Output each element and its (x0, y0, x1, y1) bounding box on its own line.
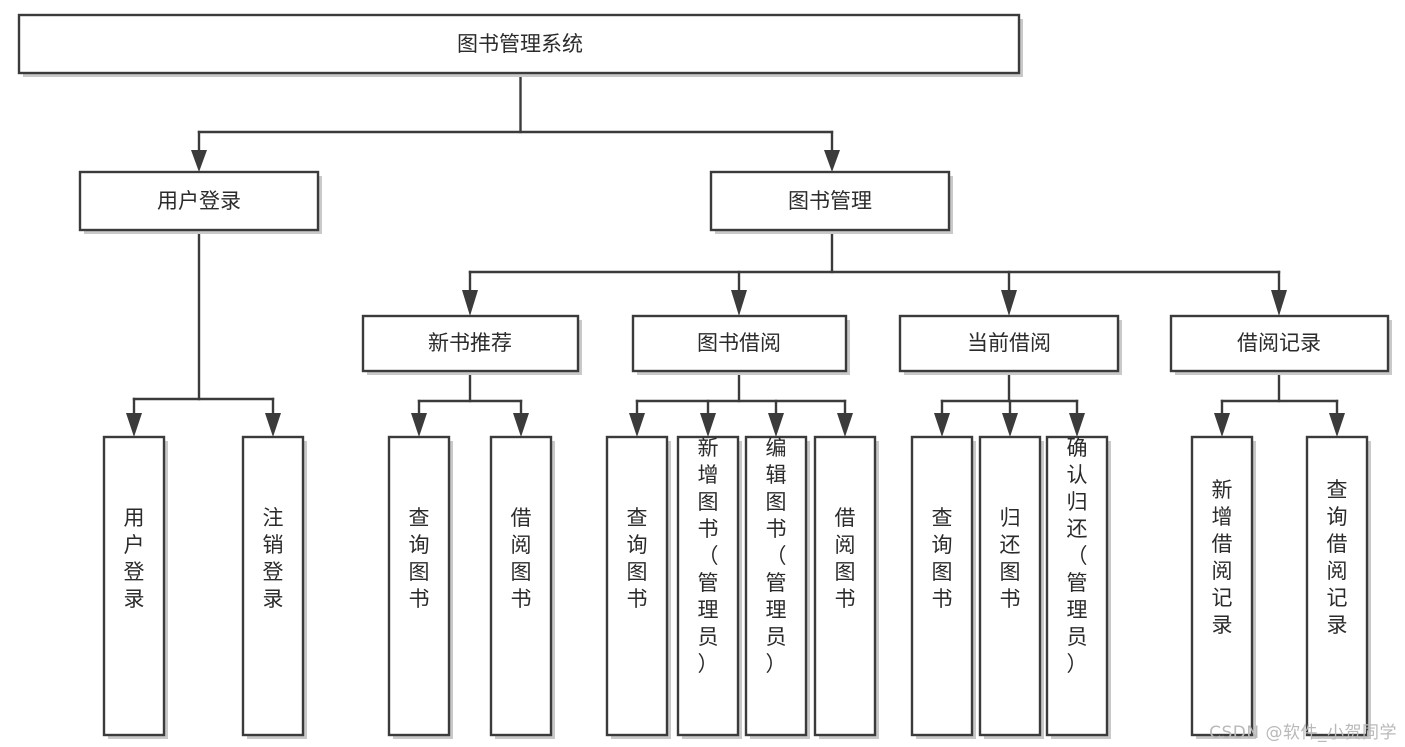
node-book-borrow-box (631, 314, 848, 373)
leaf-borrow-record-1[interactable]: 新增借阅记录 (1190, 435, 1256, 739)
node-user-login-label: 用户登录 (157, 189, 241, 213)
leaf-user-login-1[interactable]: 用户登录 (102, 435, 168, 739)
leaf-book-borrow-3-box (744, 435, 808, 737)
leaf-user-login-1-box (102, 435, 166, 737)
arrow-bo-c2 (700, 413, 716, 437)
leaf-current-borrow-3-label: 确认归还（管理员） (1067, 436, 1088, 676)
arrow-l3-c1 (462, 290, 478, 316)
node-user-login-box (78, 170, 320, 232)
leaf-current-borrow-3[interactable]: 确认归还（管理员） (1045, 435, 1111, 739)
leaf-current-borrow-1-label: 查询图书 (932, 506, 953, 611)
node-user-login[interactable]: 用户登录 (78, 170, 322, 234)
leaf-new-book-1-label: 查询图书 (409, 506, 430, 611)
node-new-book-recommend-label: 新书推荐 (428, 331, 512, 355)
leaf-book-borrow-2-label: 新增图书（管理员） (698, 436, 719, 676)
leaf-book-borrow-3[interactable]: 编辑图书（管理员） (744, 435, 810, 739)
arrow-l3-c2 (731, 290, 747, 316)
arrow-bo-c4 (837, 413, 853, 437)
leaf-borrow-record-2-box (1305, 435, 1369, 737)
arrow-l3-c3 (1001, 290, 1017, 316)
leaf-book-borrow-1-box (605, 435, 669, 737)
arrow-re-c2 (1329, 413, 1345, 437)
arrow-bo-c1 (629, 413, 645, 437)
leaf-user-login-2-box (241, 435, 305, 737)
arrow-bo-c3 (768, 413, 784, 437)
leaf-book-borrow-2-box (676, 435, 740, 737)
arrow-ul-c1 (126, 413, 142, 437)
arrow-nb-c2 (513, 413, 529, 437)
leaf-current-borrow-3-box (1045, 435, 1109, 737)
node-new-book-recommend[interactable]: 新书推荐 (361, 314, 582, 375)
leaf-borrow-record-2[interactable]: 查询借阅记录 (1305, 435, 1371, 739)
arrow-ul-c2 (265, 413, 281, 437)
node-current-borrow[interactable]: 当前借阅 (898, 314, 1122, 375)
leaf-book-borrow-4[interactable]: 借阅图书 (813, 435, 879, 739)
leaf-borrow-record-1-label: 新增借阅记录 (1212, 478, 1233, 637)
node-new-book-recommend-box (361, 314, 580, 373)
node-book-borrow[interactable]: 图书借阅 (631, 314, 850, 375)
arrow-to-user-login (191, 150, 207, 172)
arrow-re-c1 (1214, 413, 1230, 437)
leaf-book-borrow-2[interactable]: 新增图书（管理员） (676, 435, 742, 739)
arrow-cu-c1 (934, 413, 950, 437)
leaf-book-borrow-1-label: 查询图书 (627, 506, 648, 611)
node-current-borrow-label: 当前借阅 (967, 331, 1051, 355)
leaf-current-borrow-1-box (910, 435, 974, 737)
arrow-cu-c2 (1002, 413, 1018, 437)
leaf-new-book-1[interactable]: 查询图书 (387, 435, 453, 739)
leaf-new-book-2[interactable]: 借阅图书 (489, 435, 555, 739)
leaf-user-login-1-label: 用户登录 (124, 506, 145, 611)
node-book-management-box (709, 170, 951, 232)
leaf-new-book-2-label: 借阅图书 (511, 506, 532, 611)
node-root[interactable]: 图书管理系统 (17, 13, 1023, 77)
leaf-book-borrow-4-box (813, 435, 877, 737)
arrow-to-book-mgmt (824, 150, 840, 172)
arrow-cu-c3 (1069, 413, 1085, 437)
leaf-user-login-2[interactable]: 注销登录 (241, 435, 307, 739)
leaf-user-login-2-label: 注销登录 (263, 506, 284, 611)
node-book-management-label: 图书管理 (788, 189, 872, 213)
leaf-borrow-record-1-box (1190, 435, 1254, 737)
leaf-book-borrow-3-label: 编辑图书（管理员） (766, 436, 787, 676)
leaf-new-book-2-box (489, 435, 553, 737)
leaf-current-borrow-2-box (978, 435, 1042, 737)
node-root-label: 图书管理系统 (457, 32, 583, 56)
node-borrow-record-box (1169, 314, 1390, 373)
arrow-nb-c1 (411, 413, 427, 437)
leaf-current-borrow-1[interactable]: 查询图书 (910, 435, 976, 739)
leaf-new-book-1-box (387, 435, 451, 737)
node-current-borrow-box (898, 314, 1120, 373)
leaf-book-borrow-4-label: 借阅图书 (835, 506, 856, 611)
node-book-management[interactable]: 图书管理 (709, 170, 953, 234)
node-borrow-record-label: 借阅记录 (1237, 331, 1321, 355)
leaf-current-borrow-2[interactable]: 归还图书 (978, 435, 1044, 739)
leaf-borrow-record-2-label: 查询借阅记录 (1327, 478, 1348, 637)
node-borrow-record[interactable]: 借阅记录 (1169, 314, 1392, 375)
node-root-box (17, 13, 1021, 75)
leaf-book-borrow-1[interactable]: 查询图书 (605, 435, 671, 739)
connector-group (126, 74, 1345, 437)
arrow-l3-c4 (1271, 290, 1287, 316)
leaf-current-borrow-2-label: 归还图书 (1000, 506, 1021, 611)
node-book-borrow-label: 图书借阅 (697, 331, 781, 355)
